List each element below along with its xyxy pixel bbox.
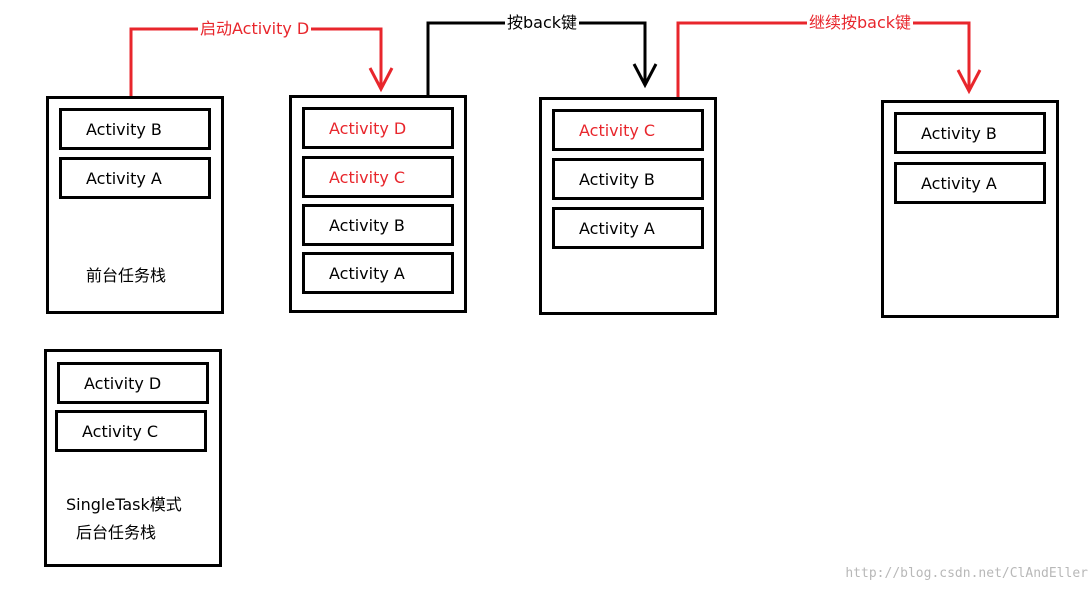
stack-item-activity-b: Activity B xyxy=(552,158,704,200)
stack-after-start-d: Activity D Activity C Activity B Activit… xyxy=(289,95,467,313)
stack-item-activity-b: Activity B xyxy=(894,112,1046,154)
arrow-start-activity-d xyxy=(129,27,394,97)
stack-caption: 前台任务栈 xyxy=(86,266,167,285)
background-singletask-stack: Activity D Activity C SingleTask模式 后台任务栈 xyxy=(44,349,222,567)
stack-item-activity-b: Activity B xyxy=(302,204,454,246)
stack-item-activity-a: Activity A xyxy=(552,207,704,249)
arrow-label-back-again: 继续按back键 xyxy=(807,13,914,33)
stack-item-activity-b: Activity B xyxy=(59,108,211,150)
stack-item-activity-d: Activity D xyxy=(57,362,209,404)
stack-item-activity-c: Activity C xyxy=(552,109,704,151)
stack-item-activity-d: Activity D xyxy=(302,107,454,149)
stack-caption-mode: SingleTask模式 xyxy=(66,495,182,514)
stack-after-back-again: Activity B Activity A xyxy=(881,100,1059,318)
watermark: http://blog.csdn.net/ClAndEller xyxy=(845,566,1088,581)
arrow-press-back xyxy=(426,21,658,96)
stack-item-activity-a: Activity A xyxy=(59,157,211,199)
stack-after-back: Activity C Activity B Activity A xyxy=(539,97,717,315)
arrow-label-start-d: 启动Activity D xyxy=(198,19,312,39)
arrow-label-back: 按back键 xyxy=(505,13,580,33)
arrow-press-back-again xyxy=(676,21,982,97)
stack-item-activity-c: Activity C xyxy=(302,156,454,198)
stack-item-activity-a: Activity A xyxy=(302,252,454,294)
stack-item-activity-c: Activity C xyxy=(55,410,207,452)
stack-caption: 后台任务栈 xyxy=(76,523,157,542)
stack-item-activity-a: Activity A xyxy=(894,162,1046,204)
foreground-task-stack: Activity B Activity A 前台任务栈 xyxy=(46,96,224,314)
